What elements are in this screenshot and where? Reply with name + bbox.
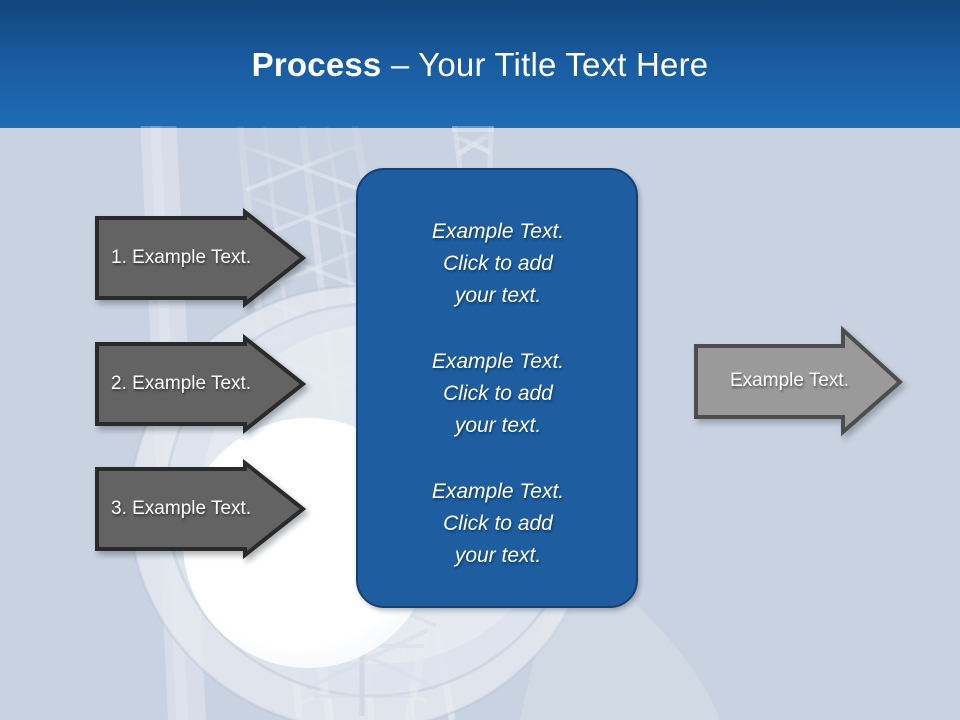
panel-block-3-line-3: your text.	[454, 544, 542, 567]
panel-text-block-3[interactable]: Example Text. Click to add your text.	[372, 476, 624, 572]
outcome-arrow[interactable]: Example Text.	[693, 325, 905, 437]
step-arrow-2[interactable]: 2. Example Text.	[95, 333, 307, 435]
panel-text-block-2[interactable]: Example Text. Click to add your text.	[372, 346, 624, 442]
panel-block-3-line-2: Click to add	[443, 512, 553, 535]
panel-block-2-line-2: Click to add	[443, 382, 553, 405]
panel-block-3-line-1: Example Text.	[431, 480, 565, 503]
panel-text-block-1[interactable]: Example Text. Click to add your text.	[372, 216, 624, 312]
panel-block-1-line-2: Click to add	[443, 252, 553, 275]
panel-block-1-line-3: your text.	[454, 284, 542, 307]
title-emphasis: Process	[251, 46, 382, 83]
process-detail-panel[interactable]: Example Text. Click to add your text. Ex…	[356, 168, 638, 608]
outcome-arrow-shape	[694, 325, 903, 437]
step-arrow-2-shape	[95, 333, 307, 435]
header-band	[0, 0, 960, 128]
step-arrow-1-shape	[95, 207, 307, 309]
slide-title: Process – Your Title Text Here	[60, 46, 900, 84]
panel-block-1-line-1: Example Text.	[431, 220, 565, 243]
step-arrow-1[interactable]: 1. Example Text.	[95, 207, 307, 309]
panel-block-2-line-1: Example Text.	[431, 350, 565, 373]
step-arrow-3[interactable]: 3. Example Text.	[95, 458, 307, 560]
step-arrow-3-shape	[95, 458, 307, 560]
title-remainder: – Your Title Text Here	[381, 46, 709, 83]
panel-block-2-line-3: your text.	[454, 414, 542, 437]
